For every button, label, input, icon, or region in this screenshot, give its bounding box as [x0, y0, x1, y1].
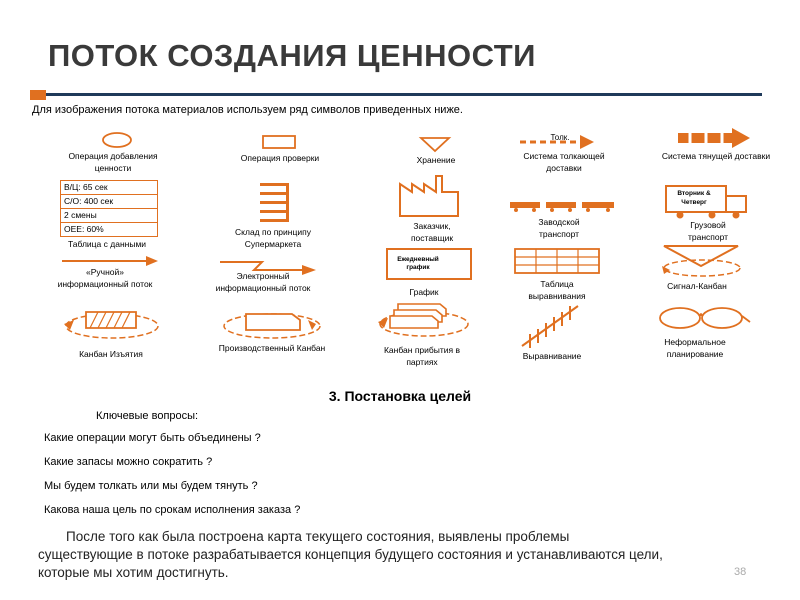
push-arrow-icon [520, 135, 594, 149]
data-table-row: С/О: 400 сек [61, 195, 157, 209]
label-electronic-info-flow: Электронный информационный поток [215, 271, 311, 293]
paragraph-line: После того как была построена карта теку… [66, 529, 570, 544]
production-kanban-icon [223, 313, 321, 339]
rule-line [46, 93, 762, 96]
section-title: 3. Постановка целей [328, 388, 472, 404]
leveling-icon [521, 305, 579, 348]
withdrawal-kanban-icon [64, 311, 159, 339]
label-supermarket: Склад по принципу Супермаркета [235, 227, 311, 249]
label-plant-transport: Заводской транспорт [538, 217, 580, 239]
label-value-add-operation: Операция добавления ценности [68, 151, 158, 173]
data-table-row: OEE: 60% [64, 224, 104, 234]
label-batch-kanban: Канбан прибытия в партиях [383, 345, 460, 367]
signal-kanban-icon [662, 245, 741, 277]
title-rule [30, 90, 762, 100]
factory-icon [399, 175, 459, 217]
glasses-icon [659, 307, 751, 329]
plant-transport-icon [510, 202, 614, 212]
paragraph-line: существующие в потоке разрабатывается ко… [38, 547, 663, 562]
inspection-operation-icon [262, 135, 296, 149]
label-leveling: Выравнивание [522, 351, 582, 361]
rule-accent [30, 90, 46, 100]
truck-icon [665, 185, 747, 219]
label-schedule: График [409, 287, 439, 297]
label-production-kanban: Производственный Канбан [218, 343, 326, 353]
question-item: Какие операции могут быть объединены ? [44, 432, 261, 444]
label-push-system: Система толкающей доставки [523, 151, 605, 173]
push-arrow-label: Толк. [550, 133, 570, 142]
label-pull-system: Система тянущей доставки [661, 151, 771, 161]
label-data-table: Таблица с данными [67, 239, 147, 249]
supermarket-icon [260, 183, 289, 222]
label-informal-planning: Неформальное планирование [664, 337, 726, 359]
conclusion-paragraph: После того как была построена карта теку… [38, 528, 768, 582]
label-storage: Хранение [416, 155, 456, 165]
batch-kanban-icon [378, 303, 469, 337]
storage-triangle-icon [418, 137, 452, 153]
page-number: 38 [734, 566, 747, 578]
electronic-info-arrow-icon [220, 261, 316, 275]
intro-text: Для изображения потока материалов исполь… [32, 104, 463, 116]
label-customer-supplier: Заказчик, поставщик [410, 221, 454, 243]
value-add-operation-icon [102, 132, 132, 148]
manual-info-arrow-icon [62, 256, 158, 266]
paragraph-line: которые мы хотим достигнуть. [38, 565, 229, 580]
schedule-box-icon [386, 248, 472, 280]
label-signal-kanban: Сигнал-Канбан [667, 281, 727, 291]
data-table-row: В/Ц: 65 сек [61, 181, 157, 195]
question-item: Какова наша цель по срокам исполнения за… [44, 504, 301, 516]
label-manual-info-flow: «Ручной» информационный поток [57, 267, 153, 289]
data-table-box: В/Ц: 65 сек С/О: 400 сек 2 смены OEE: 60… [60, 180, 158, 237]
question-item: Мы будем толкать или мы будем тянуть ? [44, 480, 258, 492]
leveling-table-icon [514, 248, 600, 274]
label-inspection-operation: Операция проверки [240, 153, 320, 163]
label-truck: Грузовой транспорт [687, 220, 729, 242]
question-item: Какие запасы можно сократить ? [44, 456, 213, 468]
truck-schedule-text: Вторник & Четверг [677, 190, 711, 206]
key-questions-label: Ключевые вопросы: [96, 410, 199, 422]
schedule-box-text: Ежедневный график [397, 256, 439, 271]
pull-arrow-icon [678, 128, 750, 148]
label-withdrawal-kanban: Канбан Изъятия [79, 349, 143, 359]
label-leveling-table: Таблица выравнивания [528, 279, 586, 301]
data-table-row: 2 смены [61, 209, 157, 223]
slide-title: ПОТОК СОЗДАНИЯ ЦЕННОСТИ [48, 38, 536, 73]
